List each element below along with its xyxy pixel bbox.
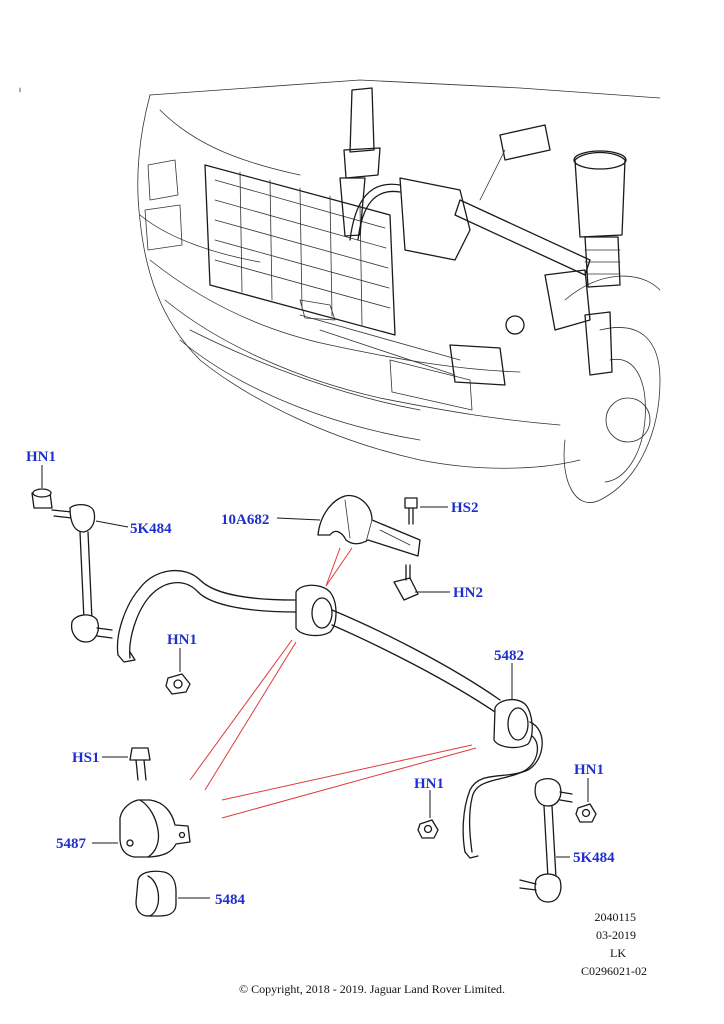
callout-labels: HN1 5K484 10A682 HS2 HN2 HN1 5482 HS1 HN… [26,449,615,908]
nut-plate-hn2 [393,564,419,601]
vehicle-overview [19,79,661,503]
meta-line-1: 2040115 [594,910,636,924]
callout-5k484-right: 5K484 [573,850,615,866]
left-drop-link [31,488,113,643]
right-drop-link [519,777,573,903]
anti-roll-bar [116,569,543,859]
callout-hn1-right-nut: HN1 [414,776,444,792]
callout-5484: 5484 [215,892,246,908]
nut-hn1-right-arm [417,819,439,839]
callout-5487: 5487 [56,836,87,852]
nut-hn1-mid-left [165,673,191,695]
bracket-10a682 [317,494,421,557]
callout-hn1-top-left: HN1 [26,449,56,465]
meta-line-4: C0296021-02 [581,964,647,978]
bolt-hs2 [404,497,418,525]
callout-5k484-left: 5K484 [130,521,172,537]
callout-hs2: HS2 [451,500,479,516]
leader-lines [41,465,589,899]
drawing-meta: 2040115 03-2019 LK C0296021-02 [581,910,647,978]
meta-line-2: 03-2019 [596,928,636,942]
clamp-5487 [119,799,191,858]
detail-lines [189,547,477,819]
bolt-hs1 [129,747,151,781]
callout-hn1-right: HN1 [574,762,604,778]
bushing-5484 [135,870,177,917]
callout-10a682: 10A682 [221,512,269,528]
nut-hn1-far-right [575,803,597,823]
copyright-notice: © Copyright, 2018 - 2019. Jaguar Land Ro… [239,982,505,996]
meta-line-3: LK [610,946,626,960]
callout-hn2: HN2 [453,585,483,601]
callout-hn1-mid-left: HN1 [167,632,197,648]
callout-hs1: HS1 [72,750,100,766]
callout-5482: 5482 [494,648,524,664]
grille-mesh [214,171,391,326]
